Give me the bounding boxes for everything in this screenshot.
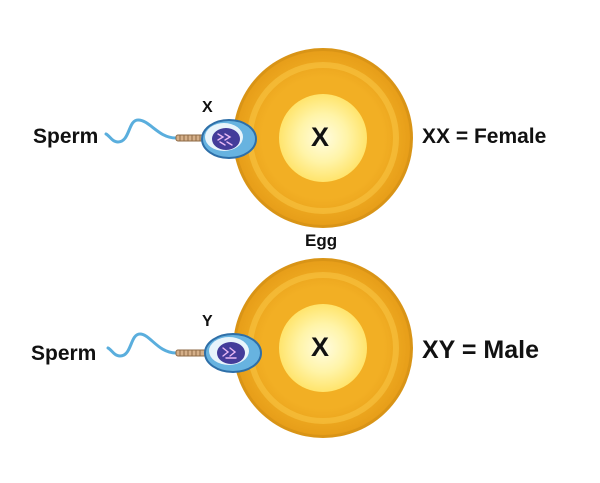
top-sperm-label: Sperm (33, 125, 99, 148)
top-sperm-chromosome-label: X (202, 99, 213, 116)
top-result-label: XX = Female (422, 125, 547, 148)
bottom-sperm (106, 332, 262, 373)
bottom-sperm-tail (106, 332, 178, 358)
top-sperm (104, 118, 257, 159)
bottom-sperm-nucleus (217, 342, 245, 364)
top-sperm-tail (104, 118, 178, 144)
bottom-egg-chromosome-label: X (311, 332, 330, 362)
bottom-egg (233, 258, 413, 438)
top-egg-chromosome-label: X (311, 122, 330, 152)
bottom-egg-nucleus (279, 304, 367, 392)
top-egg (233, 48, 413, 228)
egg-label: Egg (305, 231, 338, 250)
top-egg-nucleus (279, 94, 367, 182)
bottom-sperm-label: Sperm (31, 342, 97, 365)
bottom-sperm-chromosome-label: Y (202, 313, 213, 330)
bottom-result-label: XY = Male (422, 336, 539, 364)
